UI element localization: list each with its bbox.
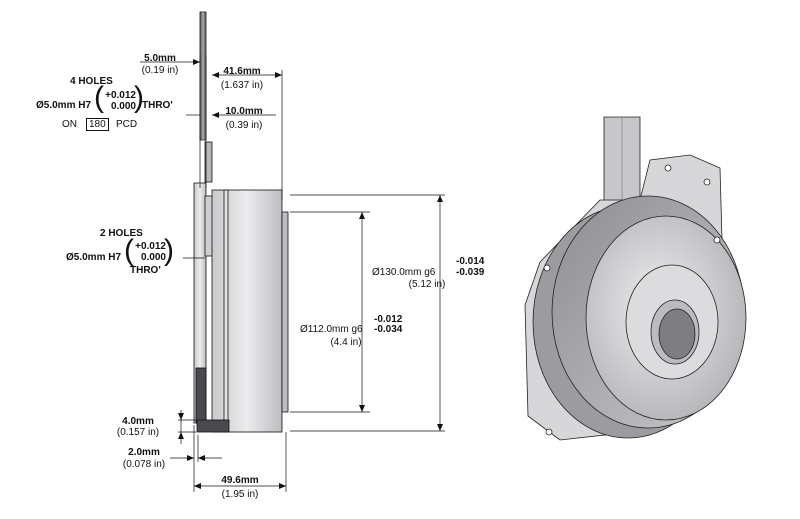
dim-130-tol-upper: -0.014	[456, 256, 485, 267]
dim-49-6mm: 49.6mm	[221, 475, 259, 486]
dim-130-in: (5.12 in)	[408, 279, 446, 290]
base-dark	[196, 419, 230, 433]
dim-41-6mm-in: (1.637 in)	[220, 80, 264, 91]
holes4-thro: THRO'	[142, 100, 173, 111]
flange-dark-lower	[195, 367, 207, 424]
holes4-pcd: PCD	[116, 119, 138, 130]
holes2-tol-lower: 0.000	[140, 252, 166, 263]
dim-130-tol-lower: -0.039	[456, 267, 485, 278]
dim-130-main: Ø130.0mm g6	[372, 267, 436, 278]
dim-112-in: (4.4 in)	[330, 337, 362, 348]
iso-hole-4	[545, 428, 553, 436]
bracket-plate-upper	[204, 141, 213, 183]
main-body	[211, 189, 283, 433]
dim-112-tol-lower: -0.034	[374, 324, 403, 335]
dim-112-tol-upper: -0.012	[374, 314, 403, 325]
isometric-view	[524, 116, 747, 441]
arrowheads	[178, 59, 443, 489]
holes2-title: 2 HOLES	[100, 228, 143, 239]
dim-49-6mm-in: (1.95 in)	[221, 489, 259, 500]
holes2-paren-close: )	[164, 234, 174, 267]
dim-10mm-in: (0.39 in)	[225, 120, 263, 131]
dim-5mm-in: (0.19 in)	[141, 65, 179, 76]
holes4-tol-upper: +0.012	[105, 90, 136, 101]
dim-2mm-in: (0.078 in)	[122, 459, 166, 470]
holes4-pcd-value: 180	[86, 118, 109, 131]
holes2-spec: Ø5.0mm H7	[66, 252, 122, 263]
holes4-paren-open: (	[94, 81, 104, 114]
dim-5mm: 5.0mm	[144, 53, 176, 64]
dim-4mm: 4.0mm	[122, 416, 154, 427]
iso-hole-1	[703, 178, 711, 186]
holes2-thro: THRO'	[130, 265, 161, 276]
holes4-title: 4 HOLES	[70, 76, 113, 87]
holes4-tol-lower: 0.000	[110, 101, 136, 112]
spigot	[281, 211, 289, 413]
holes4-paren-close: )	[134, 81, 144, 114]
holes2-paren-open: (	[124, 234, 134, 267]
iso-bore	[658, 308, 696, 360]
iso-hole-2	[664, 164, 672, 172]
body-ring	[223, 189, 229, 433]
holes4-spec: Ø5.0mm H7	[36, 100, 92, 111]
dimension-lines	[140, 55, 445, 492]
dim-112-main: Ø112.0mm g6	[300, 324, 363, 335]
iso-hole-3	[543, 264, 551, 272]
holes4-on: ON	[62, 119, 77, 130]
side-view	[193, 11, 289, 433]
dim-10mm: 10.0mm	[225, 106, 263, 117]
holes2-tol-upper: +0.012	[135, 241, 166, 252]
iso-hole-5	[713, 236, 721, 244]
dim-2mm: 2.0mm	[128, 447, 160, 458]
dim-4mm-in: (0.157 in)	[116, 427, 160, 438]
dim-41-6mm: 41.6mm	[223, 66, 261, 77]
